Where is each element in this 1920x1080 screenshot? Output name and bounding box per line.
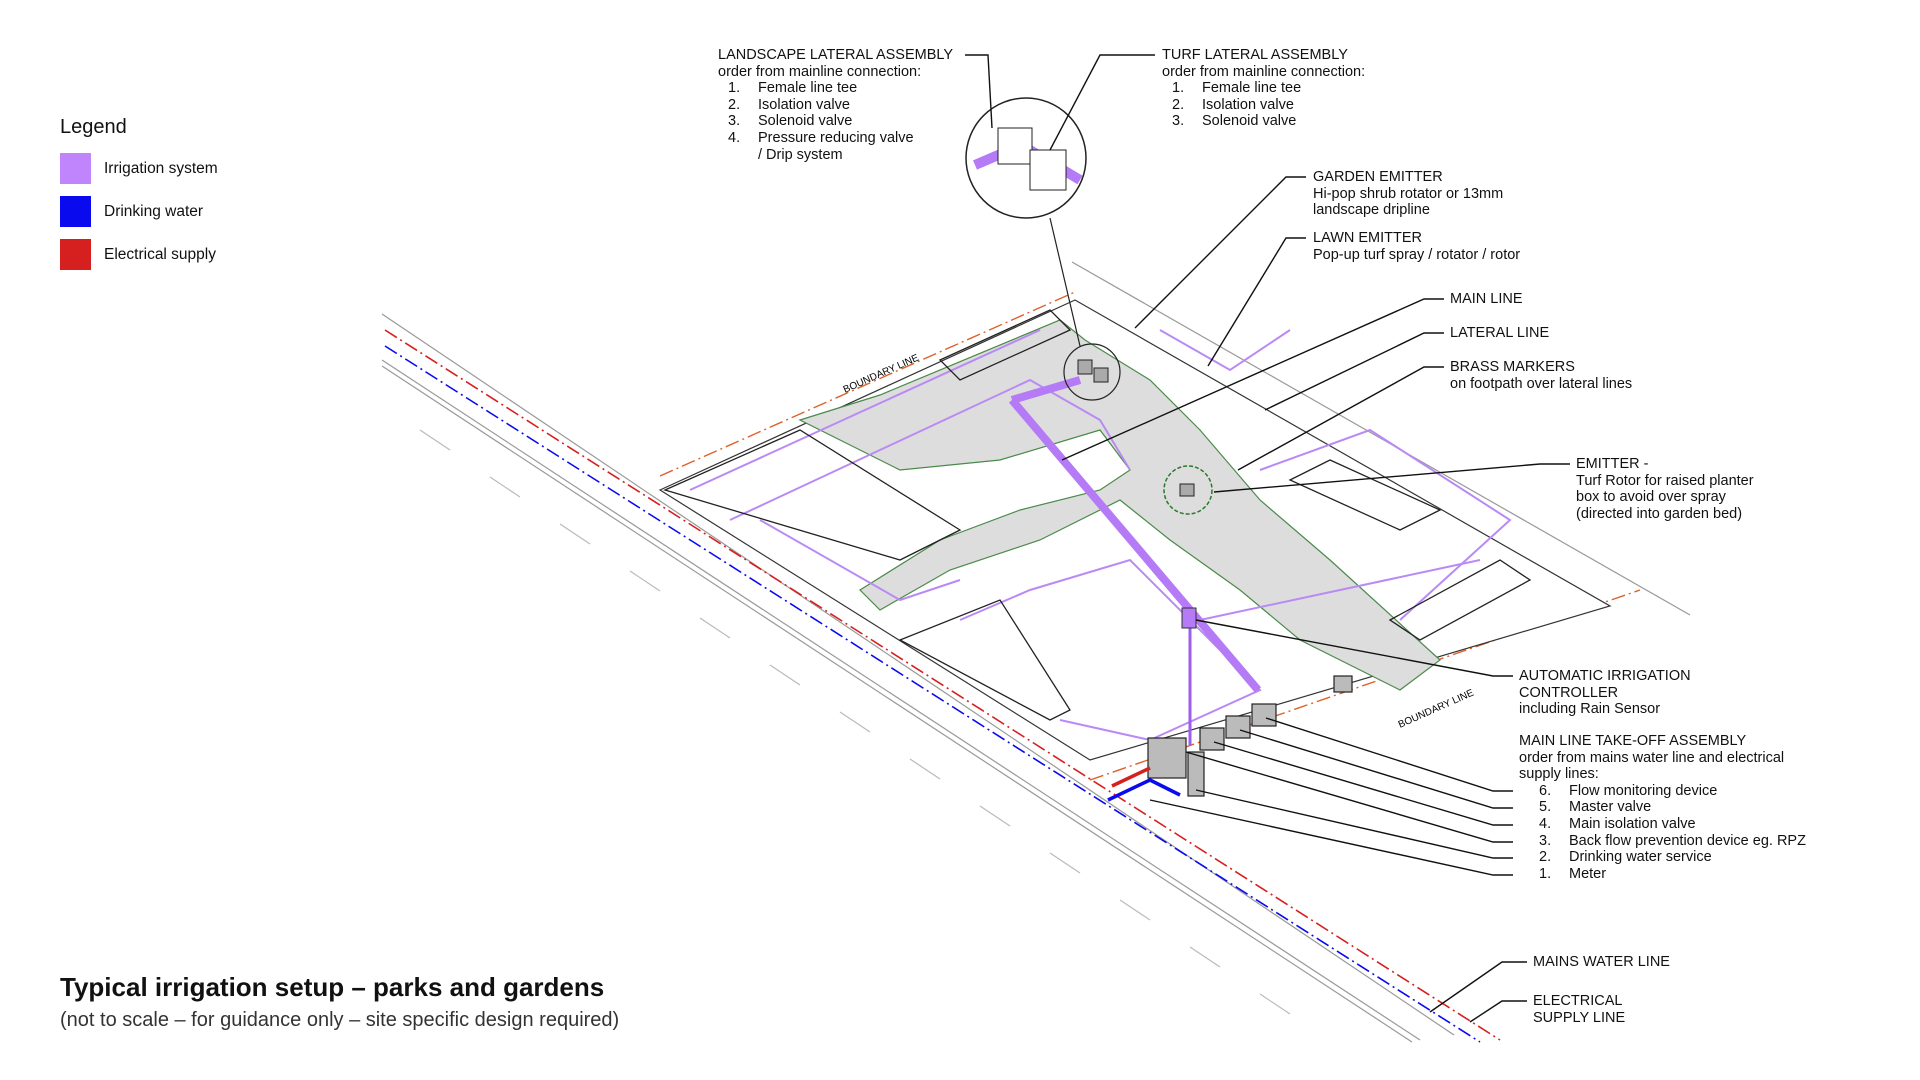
callout-brass-markers: BRASS MARKERS on footpath over lateral l…: [1450, 359, 1633, 392]
legend-label: Drinking water: [104, 202, 204, 220]
legend-label: Irrigation system: [104, 159, 218, 177]
main-line-pipe: [1008, 397, 1262, 693]
diagram-title: Typical irrigation setup – parks and gar…: [60, 972, 605, 1002]
callout-list: 1.Female line tee 2.Isolation valve 3.So…: [1162, 80, 1365, 130]
list-item: 1.Meter: [1539, 865, 1607, 882]
garden-bed-edges: [663, 309, 1532, 721]
valve-box-2: [1093, 367, 1109, 383]
legend-item-irrigation: Irrigation system: [60, 153, 218, 184]
legend-label: Electrical supply: [104, 245, 216, 263]
valve-box: [1077, 359, 1093, 375]
boundary-line-dash: [659, 291, 1076, 477]
list-item: 2.Isolation valve: [728, 96, 850, 113]
callout-list: 1.Female line tee 2.Isolation valve 3.So…: [718, 80, 953, 163]
takeoff-assembly: [1147, 675, 1353, 797]
callout-sub: order from mainline connection:: [718, 63, 922, 80]
legend-item-electrical: Electrical supply: [60, 239, 218, 270]
controller-box: [1181, 607, 1197, 629]
detail-valve-box: [997, 127, 1033, 165]
road-dashes: [419, 429, 1291, 1015]
list-item: 4.Pressure reducing valve: [728, 129, 914, 146]
list-item: 3.Solenoid valve: [1172, 113, 1297, 130]
list-item: 2.Isolation valve: [1172, 96, 1294, 113]
callout-list: 6.Flow monitoring device 5.Master valve …: [1519, 783, 1806, 883]
lateral-assembly-marker: [1063, 343, 1121, 401]
drinking-water-swatch: [60, 196, 91, 227]
callout-garden-emitter: GARDEN EMITTER Hi-pop shrub rotator or 1…: [1313, 169, 1504, 219]
list-item: / Drip system: [758, 146, 843, 163]
list-item: 3.Back flow prevention device eg. RPZ: [1539, 832, 1806, 849]
legend: Legend Irrigation system Drinking water …: [60, 116, 218, 282]
list-item: 6.Flow monitoring device: [1539, 782, 1718, 799]
callout-sub: order from mainline connection:: [1162, 63, 1366, 80]
list-item: 5.Master valve: [1539, 799, 1652, 816]
electrical-service-cable: [1111, 766, 1151, 788]
main-line-pipe-top: [1010, 376, 1082, 404]
callout-main-line: MAIN LINE: [1450, 291, 1523, 307]
callout-electrical-supply-line: ELECTRICAL SUPPLY LINE: [1533, 993, 1626, 1026]
list-item: 1.Female line tee: [728, 80, 858, 97]
emitter-planter-box: [1163, 465, 1213, 515]
callout-lateral-line: LATERAL LINE: [1450, 325, 1550, 341]
callout-lawn-emitter: LAWN EMITTER Pop-up turf spray / rotator…: [1313, 230, 1521, 263]
road-edges: [381, 261, 1691, 1043]
callout-turf-lateral: TURF LATERAL ASSEMBLY order from mainlin…: [1162, 47, 1365, 130]
legend-title: Legend: [60, 116, 127, 138]
callout-mains-water-line: MAINS WATER LINE: [1533, 954, 1670, 970]
emitter-icon: [1179, 483, 1195, 497]
callout-emitter: EMITTER - Turf Rotor for raised planter …: [1576, 456, 1754, 522]
detail-leader: [1049, 217, 1081, 347]
detail-valve-box-2: [1029, 149, 1067, 191]
drinking-water-service-pipe: [1107, 778, 1181, 802]
mains-water-line: [384, 345, 1481, 1043]
list-item: 1.Female line tee: [1172, 80, 1302, 97]
callout-landscape-lateral: LANDSCAPE LATERAL ASSEMBLY order from ma…: [718, 47, 953, 163]
legend-item-drinking-water: Drinking water: [60, 196, 218, 227]
leader-lines: [965, 54, 1570, 1023]
list-item: 3.Solenoid valve: [728, 113, 853, 130]
callout-takeoff-assembly: MAIN LINE TAKE-OFF ASSEMBLY order from m…: [1519, 733, 1806, 882]
electrical-supply-line: [384, 329, 1501, 1041]
callout-heading: TURF LATERAL ASSEMBLY: [1162, 47, 1348, 63]
list-item: 2.Drinking water service: [1539, 849, 1712, 866]
irrigation-swatch: [60, 153, 91, 184]
callout-controller: AUTOMATIC IRRIGATION CONTROLLER includin…: [1519, 668, 1691, 718]
callout-heading: LANDSCAPE LATERAL ASSEMBLY: [718, 47, 954, 63]
list-item: 4.Main isolation valve: [1539, 815, 1696, 832]
electrical-swatch: [60, 239, 91, 270]
boundary-label-south: BOUNDARY LINE: [1397, 687, 1476, 730]
diagram-subtitle: (not to scale – for guidance only – site…: [60, 1009, 620, 1031]
